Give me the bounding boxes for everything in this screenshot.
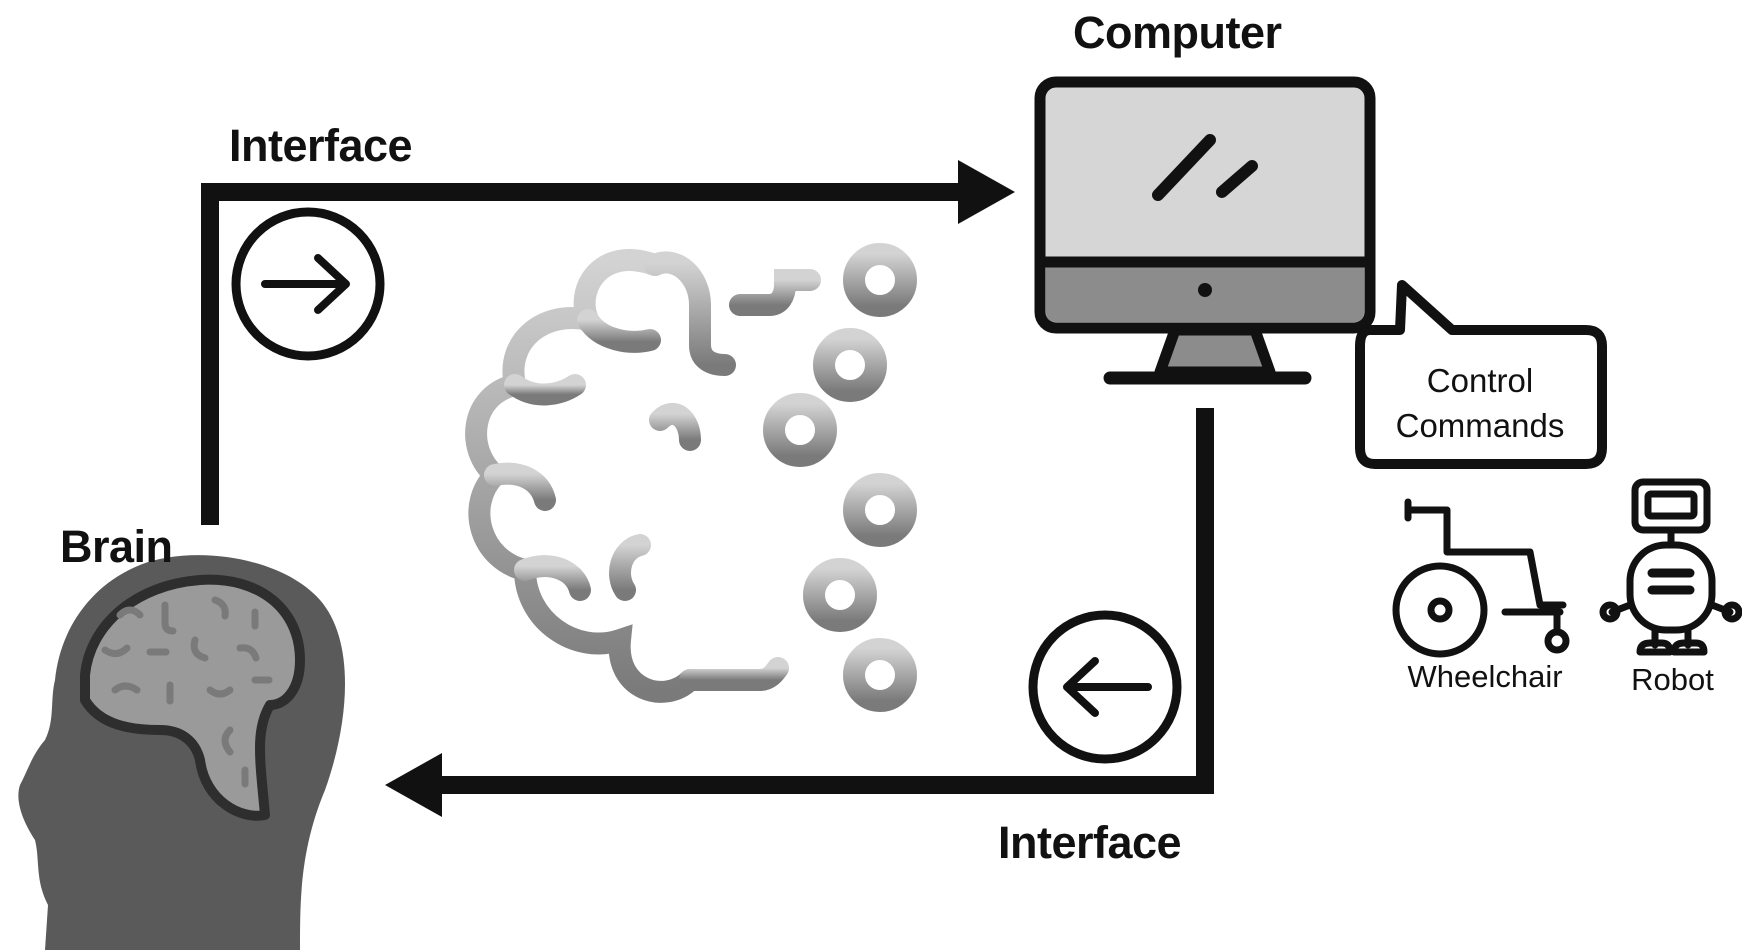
- arrow-left-circle-icon: [1028, 610, 1182, 764]
- control-commands-line2: Commands: [1395, 407, 1565, 444]
- forward-arrow: [201, 160, 1015, 525]
- computer-label: Computer: [1073, 7, 1282, 58]
- circuit-brain-icon: [465, 214, 917, 712]
- monitor-icon: [1034, 76, 1376, 385]
- robot-icon: [1599, 478, 1742, 656]
- bottom-interface-label: Interface: [998, 817, 1182, 868]
- wheelchair-icon: [1392, 498, 1570, 658]
- control-commands-line1: Control: [1426, 362, 1534, 399]
- wheelchair-label: Wheelchair: [1407, 659, 1563, 694]
- top-interface-label: Interface: [229, 120, 413, 171]
- arrow-right-circle-icon: [231, 207, 385, 361]
- control-commands-bubble: [1355, 280, 1607, 469]
- robot-label: Robot: [1631, 662, 1714, 697]
- brain-label: Brain: [60, 521, 173, 572]
- human-head-brain-icon: [18, 555, 345, 950]
- backward-arrow: [385, 408, 1214, 817]
